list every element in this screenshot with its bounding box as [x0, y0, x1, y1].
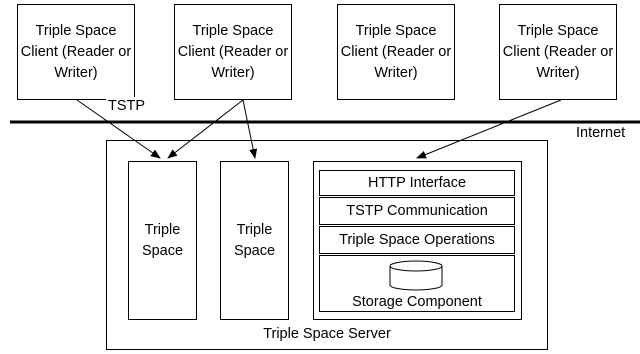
server-component-stack	[313, 161, 522, 320]
http-interface-layer: HTTP Interface	[319, 170, 515, 196]
arrow-client2-to-space2	[242, 99, 258, 159]
client-box: Triple Space Client (Reader or Writer)	[337, 4, 455, 100]
internet-label: Internet	[576, 125, 626, 141]
arrow-client2-to-space1	[167, 99, 244, 159]
storage-cylinder-icon	[389, 260, 443, 291]
storage-component-layer	[319, 255, 515, 312]
triple-space-box: Triple Space	[220, 161, 289, 320]
server-label: Triple Space Server	[263, 326, 391, 342]
client-box: Triple Space Client (Reader or Writer)	[174, 4, 292, 100]
client-box: Triple Space Client (Reader or Writer)	[499, 4, 617, 100]
client-box: Triple Space Client (Reader or Writer)	[17, 4, 135, 100]
triple-space-server	[106, 140, 548, 350]
triple-space-box: Triple Space	[128, 161, 197, 320]
triple-space-operations-layer: Triple Space Operations	[319, 226, 515, 254]
arrow-client4-to-http	[416, 99, 562, 159]
tstp-communication-layer: TSTP Communication	[319, 197, 515, 225]
storage-component-label: Storage Component	[352, 294, 482, 310]
arrow-client1-to-space1	[76, 99, 161, 159]
tstp-label: TSTP	[106, 97, 148, 115]
